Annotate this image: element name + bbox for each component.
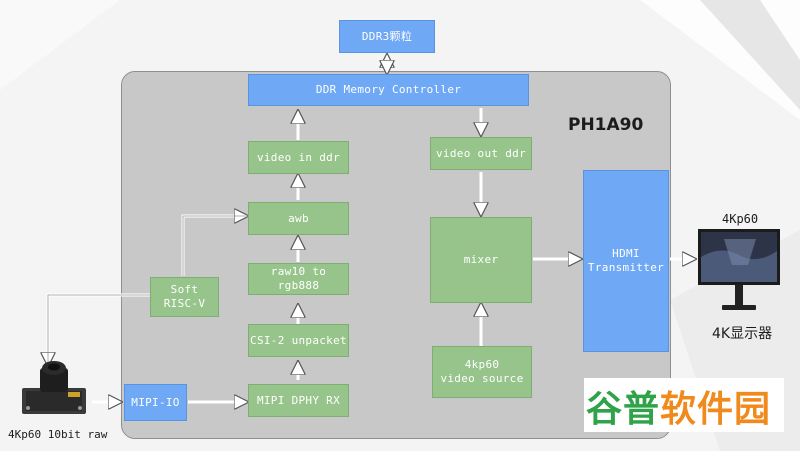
video-source-block: 4kp60 video source: [432, 346, 532, 398]
video-source-line1: 4kp60: [464, 358, 500, 371]
hdmi-transmitter-block: HDMI Transmitter: [583, 170, 669, 352]
chip-label: PH1A90: [568, 115, 644, 135]
video-out-ddr-block: video out ddr: [430, 137, 532, 170]
monitor-resolution-label: 4Kp60: [722, 212, 759, 226]
raw10-to-rgb888-block: raw10 to rgb888: [248, 263, 349, 295]
soft-riscv-line1: Soft: [170, 283, 199, 296]
video-source-line2: video source: [440, 372, 524, 385]
mipi-dphy-rx-block: MIPI DPHY RX: [248, 384, 349, 417]
watermark-logo: 谷普软件园: [586, 380, 771, 432]
soft-riscv-block: Soft RISC-V: [150, 277, 219, 317]
watermark-part2: 软件园: [660, 389, 772, 430]
watermark-part1: 谷普: [586, 389, 661, 430]
ddr-memory-controller-block: DDR Memory Controller: [248, 74, 529, 106]
camera-label: 4Kp60 10bit raw: [8, 428, 108, 441]
mipi-io-block: MIPI-IO: [124, 384, 187, 421]
monitor-label: 4K显示器: [712, 326, 773, 342]
hdmi-label-line1: HDMI: [612, 247, 640, 260]
watermark-background: [584, 378, 784, 432]
video-in-ddr-block: video in ddr: [248, 141, 349, 174]
monitor-icon: [698, 229, 780, 310]
awb-block: awb: [248, 202, 349, 235]
ddr3-chip-block: DDR3颗粒: [339, 20, 435, 53]
mixer-block: mixer: [430, 217, 532, 303]
soft-riscv-line2: RISC-V: [163, 297, 206, 310]
camera-icon: [22, 361, 86, 414]
hdmi-label-line2: Transmitter: [587, 261, 665, 274]
csi2-unpacket-block: CSI-2 unpacket: [248, 324, 349, 357]
